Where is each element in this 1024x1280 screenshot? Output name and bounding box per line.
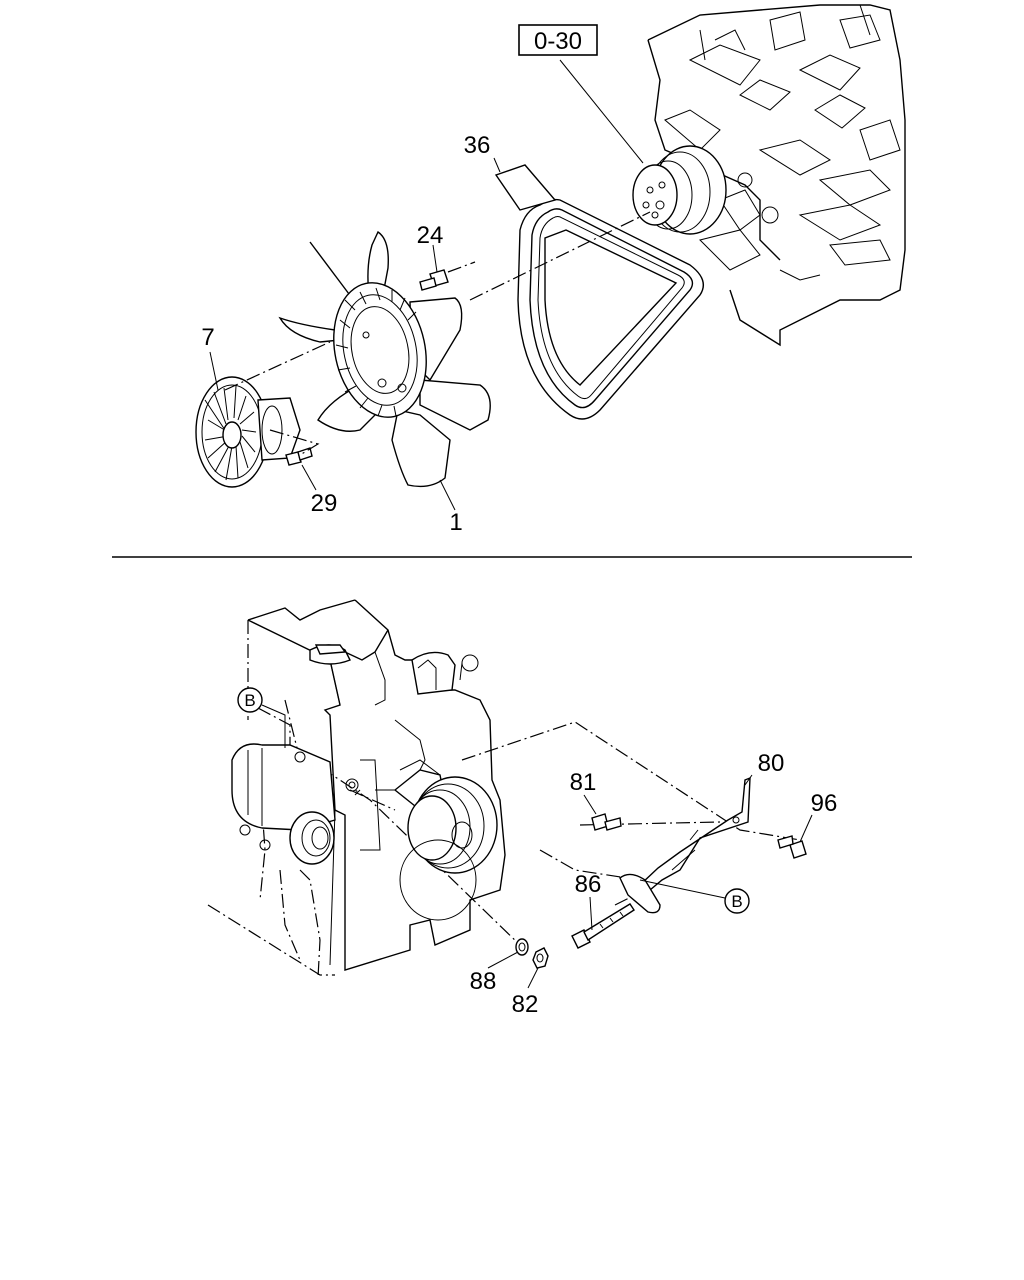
- nut-82: [532, 947, 549, 969]
- ref-box: [518, 24, 598, 56]
- callout-b-right: B: [724, 888, 750, 914]
- washer-88: [515, 938, 529, 956]
- water-pump-pulley: [345, 769, 498, 921]
- label-88: 88: [470, 968, 497, 995]
- center-line-upper: [224, 211, 651, 391]
- fan-clutch: [195, 376, 301, 488]
- engine-block-upper: [647, 4, 906, 347]
- label-96: 96: [811, 790, 838, 817]
- leader-lines-upper: [209, 59, 644, 511]
- bolt-81: [591, 813, 622, 831]
- center-line-bolts-upper: [269, 261, 476, 456]
- bracket-80: [619, 776, 751, 914]
- engine-block-lower: [247, 599, 506, 971]
- label-36: 36: [464, 132, 491, 159]
- drive-belt: [517, 198, 704, 420]
- center-line-lower: [257, 707, 801, 946]
- thermostat-housing: [231, 743, 336, 865]
- label-86: 86: [575, 871, 602, 898]
- cooling-fan: [278, 230, 491, 488]
- leader-lines-lower: [261, 704, 813, 989]
- bolt-86: [571, 903, 635, 949]
- engine-pulley-upper: [632, 145, 727, 235]
- label-7: 7: [201, 324, 214, 351]
- bolt-29: [285, 447, 313, 466]
- callout-b-left: B: [237, 687, 263, 713]
- callout-b-right-label: B: [731, 892, 742, 911]
- callout-b-left-label: B: [244, 691, 255, 710]
- label-81: 81: [570, 769, 597, 796]
- label-29: 29: [311, 490, 338, 517]
- bolt-96: [777, 835, 807, 859]
- label-1: 1: [449, 509, 462, 536]
- bolt-24: [419, 269, 449, 291]
- label-24: 24: [417, 222, 444, 249]
- label-80: 80: [758, 750, 785, 777]
- ref-box-label: 0-30: [534, 28, 582, 55]
- label-82: 82: [512, 991, 539, 1018]
